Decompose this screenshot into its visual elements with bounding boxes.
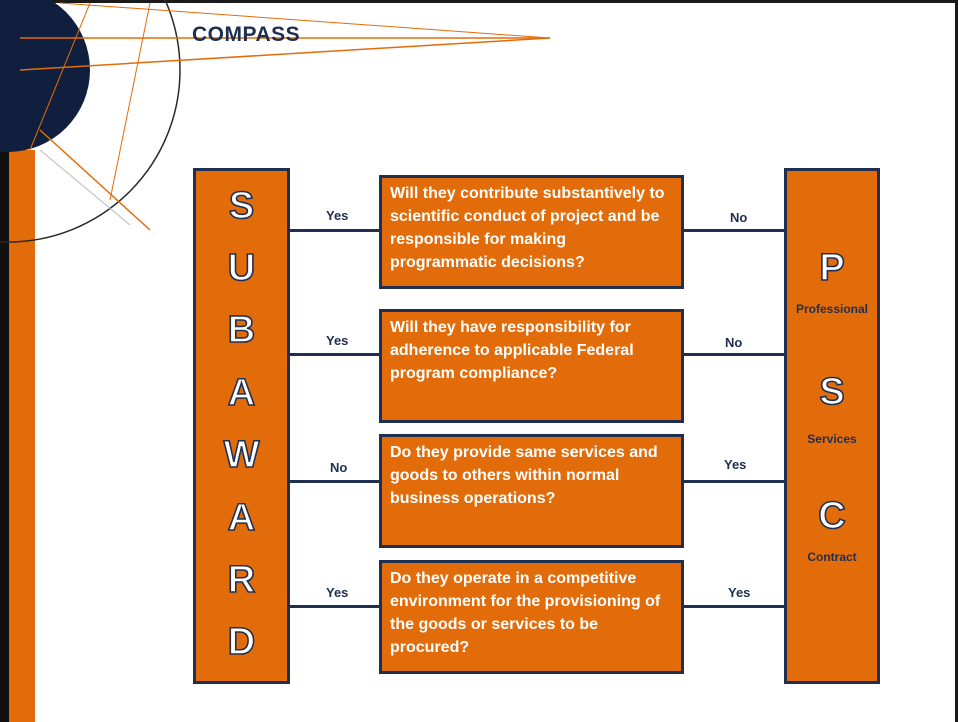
connector-left [290,229,379,232]
subaward-letter: D [227,621,256,663]
connector-right [684,353,784,356]
compass-ray-6 [109,2,151,201]
subaward-letter: R [227,559,256,601]
subaward-letter: W [223,434,260,476]
question-box: Do they provide same services and goods … [379,434,684,548]
subaward-letter: S [228,185,255,227]
orange-side-stripe [9,150,35,722]
compass-logo-graphic [0,0,551,243]
psc-label: Services [807,432,857,446]
psc-column: P Professional S Services C Contract [784,168,880,684]
logo-text: COMPASS [192,23,301,46]
left-answer-label: No [330,460,348,475]
connector-left [290,480,379,483]
psc-label: Contract [807,550,857,564]
connector-left [290,605,379,608]
compass-ray-2 [59,2,551,39]
connector-right [684,229,784,232]
connector-left [290,353,379,356]
psc-letter: C [817,495,846,537]
question-box: Do they operate in a competitive environ… [379,560,684,674]
compass-dark-circle [0,0,90,152]
right-answer-label: Yes [728,585,751,600]
slide-top-border [0,0,958,3]
compass-ray-1 [19,37,551,71]
left-answer-label: Yes [326,333,349,348]
right-answer-label: Yes [724,457,747,472]
right-answer-label: No [725,335,743,350]
slide-left-border [0,0,9,722]
right-answer-label: No [730,210,748,225]
psc-letter: P [819,247,846,289]
compass-ray-5 [39,149,131,226]
left-answer-label: Yes [326,208,349,223]
compass-ray-3 [29,2,91,151]
subaward-letter: U [227,247,256,289]
subaward-letter: B [227,309,256,351]
subaward-letter: A [227,372,256,414]
question-box: Will they contribute substantively to sc… [379,175,684,289]
subaward-letter: A [227,497,256,539]
psc-label: Professional [795,302,869,316]
compass-ray-4 [39,129,151,231]
question-box: Will they have responsibility for adhere… [379,309,684,423]
compass-outer-ring [0,0,181,243]
left-answer-label: Yes [326,585,349,600]
psc-letter: S [819,371,846,413]
subaward-column: S U B A W A R D [193,168,290,684]
slide-right-border [955,0,958,722]
connector-right [684,480,784,483]
connector-right [684,605,784,608]
